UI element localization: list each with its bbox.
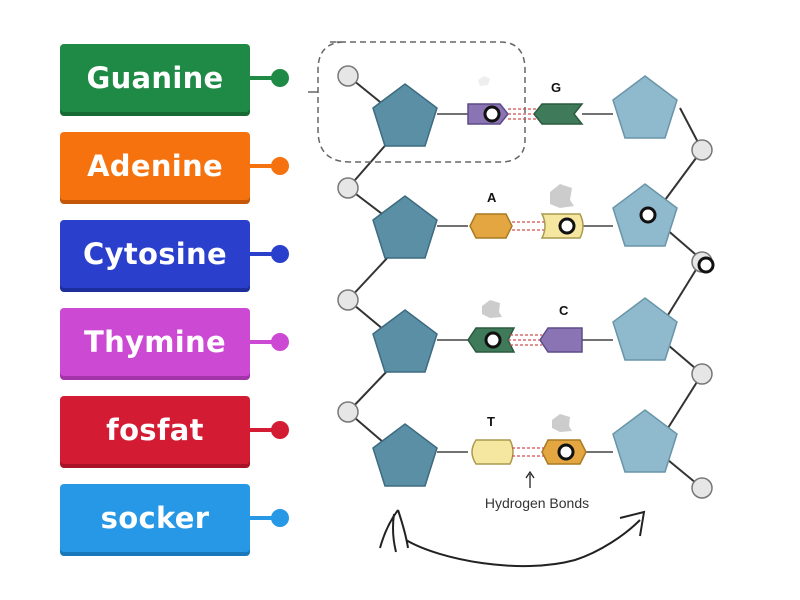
hand-drawn-arrow-left bbox=[379, 509, 409, 553]
phosphate-circle bbox=[337, 289, 359, 311]
hydrogen-bond-lines bbox=[508, 108, 536, 120]
drop-target-ring[interactable] bbox=[558, 217, 576, 235]
sugar-pentagon bbox=[612, 297, 678, 361]
phosphate-circle bbox=[691, 363, 713, 385]
label-cytosine[interactable]: Cytosine bbox=[60, 220, 250, 288]
base-letter-g: G bbox=[551, 80, 561, 95]
label-socker[interactable]: socker bbox=[60, 484, 250, 552]
connector-pin-thymine[interactable] bbox=[250, 330, 290, 354]
sugar-pentagon bbox=[372, 423, 438, 487]
nucleotide-outline bbox=[317, 41, 526, 163]
hand-drawn-arrow-curve bbox=[405, 519, 641, 568]
connector-pin-fosfat[interactable] bbox=[250, 418, 290, 442]
base-adenine-shape bbox=[469, 213, 513, 239]
faded-blob-icon bbox=[550, 184, 574, 208]
hand-drawn-arrow-right bbox=[619, 510, 646, 537]
label-adenine[interactable]: Adenine bbox=[60, 132, 250, 200]
drop-target-ring[interactable] bbox=[639, 206, 657, 224]
hydrogen-bond-lines bbox=[512, 447, 544, 457]
drop-target-ring[interactable] bbox=[483, 105, 501, 123]
base-letter-t: T bbox=[487, 414, 495, 429]
phosphate-circle bbox=[691, 139, 713, 161]
hydrogen-bond-lines bbox=[512, 221, 544, 231]
base-pair-3: C bbox=[467, 300, 583, 353]
base-letter-a: A bbox=[487, 190, 497, 205]
faded-blob-icon bbox=[482, 300, 502, 318]
base-letter-c: C bbox=[559, 303, 569, 318]
connector-pin-cytosine[interactable] bbox=[250, 242, 290, 266]
drop-target-ring[interactable] bbox=[557, 443, 575, 461]
sugar-pentagon bbox=[612, 409, 678, 473]
phosphate-circle bbox=[337, 401, 359, 423]
drop-target-ring[interactable] bbox=[484, 331, 502, 349]
label-fosfat[interactable]: fosfat bbox=[60, 396, 250, 464]
base-thymine-shape bbox=[471, 439, 514, 465]
connector-pin-guanine[interactable] bbox=[250, 66, 290, 90]
connector-pin-adenine[interactable] bbox=[250, 154, 290, 178]
hydrogen-bond-lines bbox=[508, 334, 542, 346]
base-guanine-shape bbox=[533, 103, 584, 125]
base-cytosine-shape bbox=[539, 327, 583, 353]
phosphate-circle bbox=[337, 177, 359, 199]
sugar-pentagon bbox=[372, 309, 438, 373]
label-thymine[interactable]: Thymine bbox=[60, 308, 250, 376]
caption-arrow-head bbox=[525, 470, 535, 479]
sugar-pentagon bbox=[612, 75, 678, 139]
sugar-pentagon bbox=[372, 195, 438, 259]
phosphate-circle bbox=[691, 477, 713, 499]
faded-blob-icon bbox=[478, 76, 490, 86]
hydrogen-bonds-caption: Hydrogen Bonds bbox=[485, 495, 589, 511]
faded-blob-icon bbox=[552, 414, 572, 432]
phosphate-circle bbox=[337, 65, 359, 87]
connector-pin-socker[interactable] bbox=[250, 506, 290, 530]
drop-target-ring[interactable] bbox=[697, 256, 715, 274]
label-guanine[interactable]: Guanine bbox=[60, 44, 250, 112]
sugar-pentagon bbox=[372, 83, 438, 147]
